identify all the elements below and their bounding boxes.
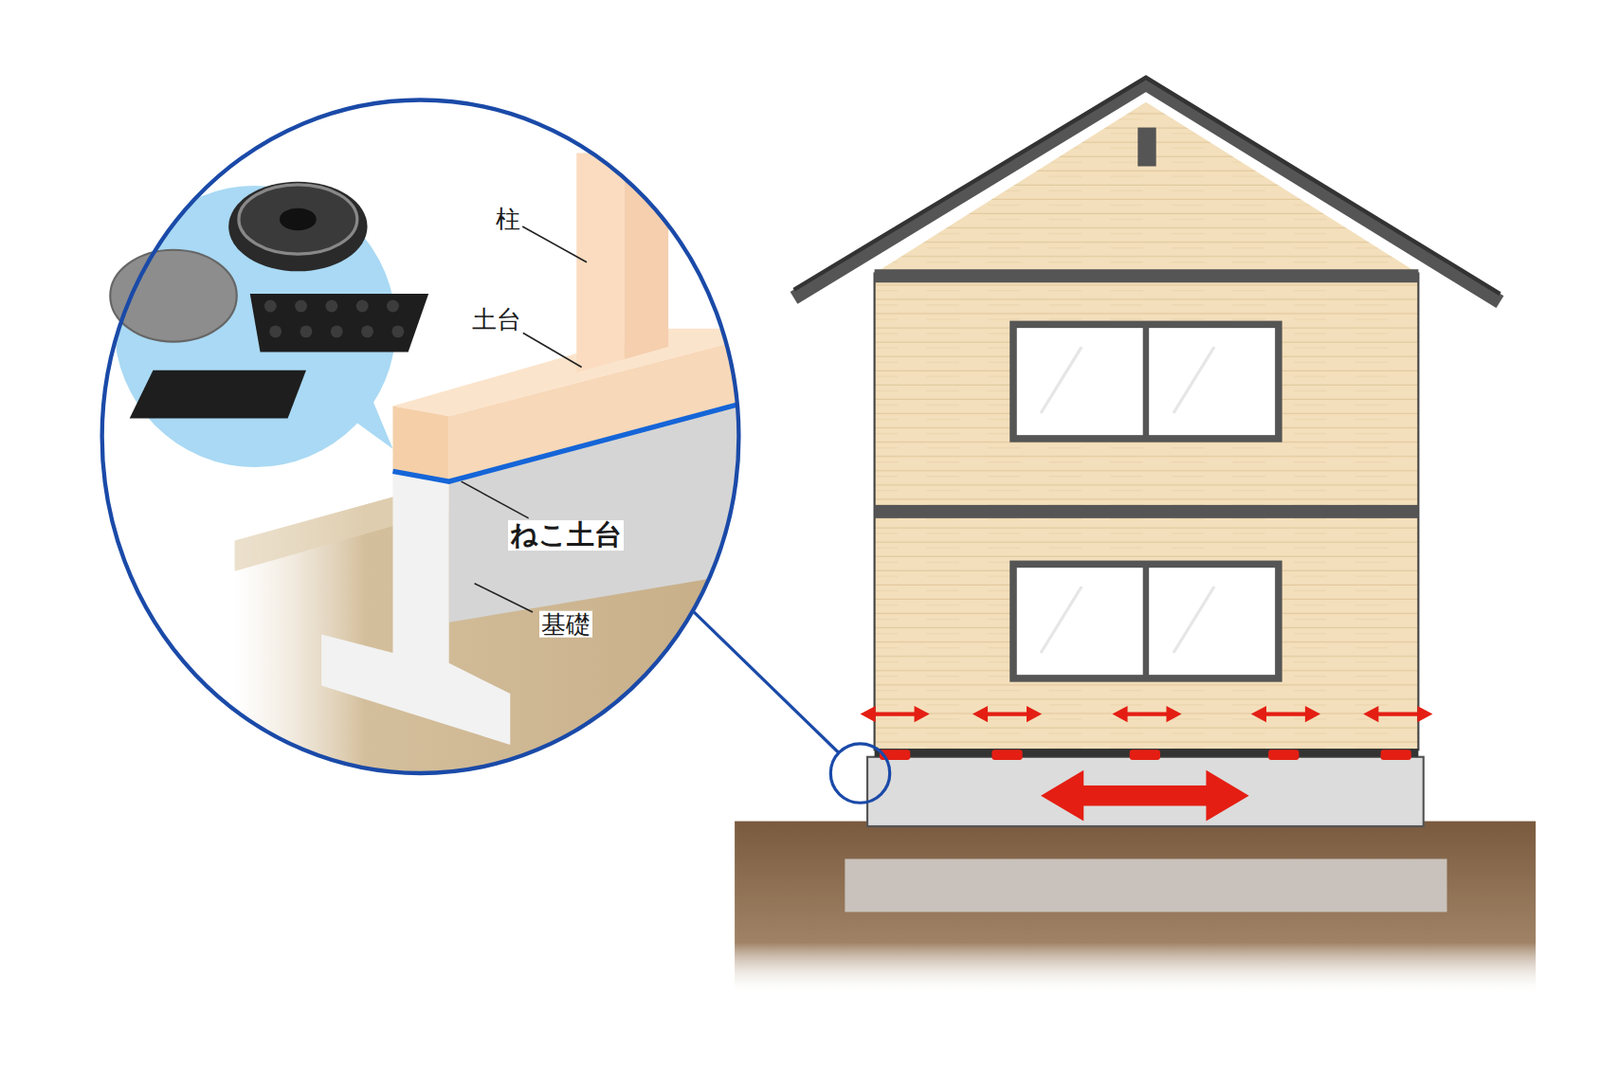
sill-label: 土台 xyxy=(470,306,524,334)
neko-sill-label: ねこ土台 xyxy=(508,520,624,551)
post-label: 柱 xyxy=(493,205,523,234)
foundation-label: 基礎 xyxy=(539,611,593,639)
